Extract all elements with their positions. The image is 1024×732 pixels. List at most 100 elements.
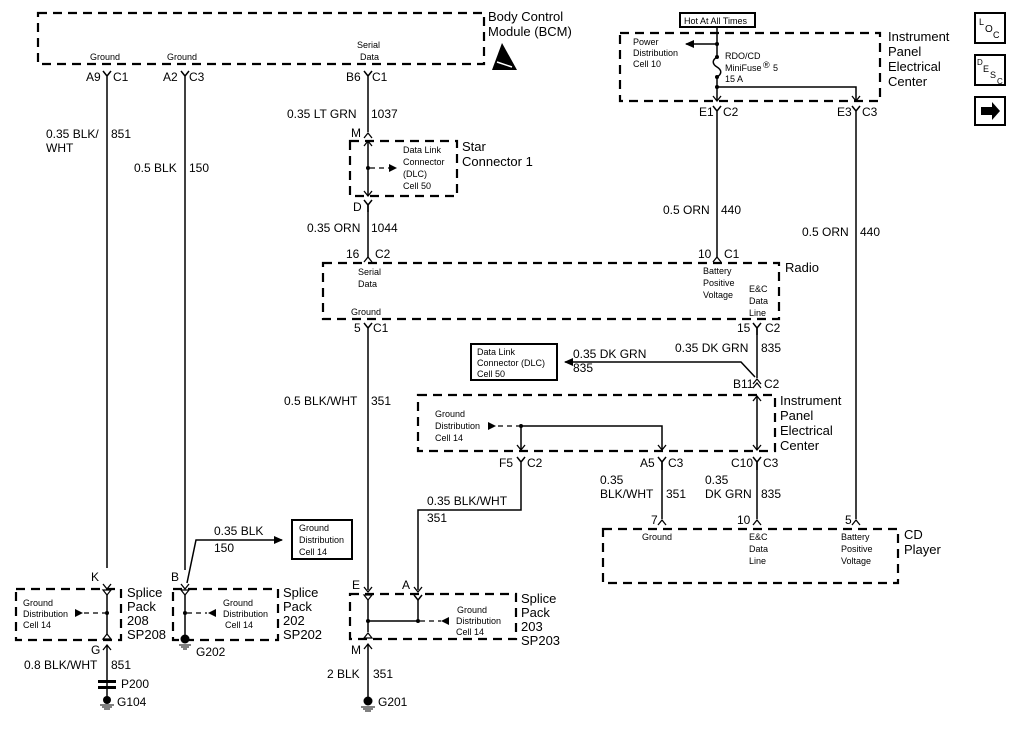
radio-conn-15: 15 bbox=[737, 321, 751, 335]
dlc-box-3: Cell 50 bbox=[477, 369, 505, 379]
radio-outline bbox=[321, 261, 781, 321]
connector-symbol bbox=[752, 518, 762, 526]
desc-button[interactable]: D E S C bbox=[974, 54, 1006, 86]
fuse-icon bbox=[712, 44, 722, 78]
star-title-2: Connector 1 bbox=[462, 154, 533, 169]
cd-player-outline bbox=[601, 527, 900, 585]
splice-terminal bbox=[413, 594, 423, 602]
sp202-gd-3: Cell 14 bbox=[225, 620, 253, 630]
radio-serial-2: Data bbox=[358, 279, 377, 289]
conn-a5: A5 bbox=[640, 456, 655, 470]
conn-b11: B11 bbox=[733, 377, 754, 391]
w351c-num: 351 bbox=[666, 487, 686, 501]
bcm-title-2: Module (BCM) bbox=[488, 24, 572, 39]
arrow-icon bbox=[441, 617, 449, 625]
w351b-num: 351 bbox=[427, 511, 447, 525]
connector-symbol bbox=[712, 255, 722, 263]
arrow-heads bbox=[180, 583, 190, 591]
w851-num: 851 bbox=[111, 127, 131, 141]
w835a-gauge: 0.35 DK GRN bbox=[675, 341, 748, 355]
wire-150-gd bbox=[186, 536, 283, 584]
radio-conn-16-c: C2 bbox=[375, 247, 391, 261]
conn-b11-c: C2 bbox=[764, 377, 780, 391]
power-dist-1: Power bbox=[633, 37, 659, 47]
bcm-title-1: Body Control bbox=[488, 9, 563, 24]
arrow-heads bbox=[413, 586, 423, 594]
power-dist-3: Cell 10 bbox=[633, 59, 661, 69]
w150-num: 150 bbox=[189, 161, 209, 175]
esd-warning-icon bbox=[492, 43, 517, 70]
splice-dot bbox=[105, 611, 109, 615]
bcm-outline bbox=[36, 11, 486, 66]
ipec-mid-title-1: Instrument bbox=[780, 393, 842, 408]
cd-pin-7: 7 bbox=[651, 513, 658, 527]
sp202-gd-1: Ground bbox=[223, 598, 253, 608]
sp208-gd-1: Ground bbox=[23, 598, 53, 608]
sp203-outline bbox=[348, 592, 518, 641]
conn-a2: A2 bbox=[163, 70, 178, 84]
sp208-gd-3: Cell 14 bbox=[23, 620, 51, 630]
w351b-gauge: 0.35 BLK/WHT bbox=[427, 494, 508, 508]
radio-ec-1: E&C bbox=[749, 284, 768, 294]
w351a-gauge: 0.5 BLK/WHT bbox=[284, 394, 358, 408]
cd-bat-1: Battery bbox=[841, 532, 870, 542]
star-pin-m: M bbox=[351, 126, 361, 140]
w440a-num: 440 bbox=[721, 203, 741, 217]
radio-title: Radio bbox=[785, 260, 819, 275]
p200-connector-icon bbox=[98, 680, 116, 689]
loc-button-frame[interactable] bbox=[974, 12, 1006, 44]
ipec-mid: B11 C2 Instrument Panel Electrical Cente… bbox=[416, 377, 842, 470]
loc-button[interactable]: L O C bbox=[974, 12, 1006, 44]
connector-symbol bbox=[363, 255, 373, 263]
bcm-pin-serial-2: Data bbox=[360, 52, 379, 62]
sp208-outline bbox=[14, 587, 123, 642]
conn-e1: E1 bbox=[699, 105, 714, 119]
w851-gauge-1: 0.35 BLK/ bbox=[46, 127, 99, 141]
cd-title-2: Player bbox=[904, 542, 942, 557]
ground-g202-icon bbox=[179, 634, 191, 650]
star-pin-d: D bbox=[353, 200, 362, 214]
desc-c: C bbox=[997, 77, 1003, 86]
power-dist-2: Distribution bbox=[633, 48, 678, 58]
arrow-icon bbox=[488, 422, 496, 430]
conn-c10-c: C3 bbox=[763, 456, 779, 470]
ground-dist-reference-box[interactable]: Ground Distribution Cell 14 bbox=[291, 519, 353, 560]
sp202-title-1: Splice bbox=[283, 585, 318, 600]
dlc-box-frame[interactable] bbox=[470, 343, 558, 381]
desc-e: E bbox=[983, 64, 989, 74]
gd-box-frame[interactable] bbox=[291, 519, 353, 560]
w851b-gauge: 0.8 BLK/WHT bbox=[24, 658, 98, 672]
conn-a9-c: C1 bbox=[113, 70, 129, 84]
splice-terminal bbox=[362, 632, 374, 639]
arrow-icon bbox=[75, 609, 83, 617]
sp202-outline bbox=[171, 587, 280, 642]
w440a-gauge: 0.5 ORN bbox=[663, 203, 710, 217]
desc-button-frame[interactable] bbox=[974, 54, 1006, 86]
sp202-title-4: SP202 bbox=[283, 627, 322, 642]
splice-terminal bbox=[179, 589, 191, 596]
dlc-reference-box[interactable]: Data Link Connector (DLC) Cell 50 bbox=[470, 343, 558, 381]
w440b-gauge: 0.5 ORN bbox=[802, 225, 849, 239]
hot-at-all-times-label: Hot At All Times bbox=[684, 16, 748, 26]
gd-box-2: Distribution bbox=[299, 535, 344, 545]
sp203-pin-e: E bbox=[352, 578, 360, 592]
cd-bat-2: Positive bbox=[841, 544, 873, 554]
sp208-title-2: Pack bbox=[127, 599, 156, 614]
sp203-gd-2: Distribution bbox=[456, 616, 501, 626]
w1044-num: 1044 bbox=[371, 221, 398, 235]
w351c-gauge-1: 0.35 bbox=[600, 473, 624, 487]
bcm-pin-serial-1: Serial bbox=[357, 40, 380, 50]
radio-conn-5: 5 bbox=[354, 321, 361, 335]
desc-s: S bbox=[990, 70, 996, 80]
splice-dot bbox=[366, 619, 370, 623]
conn-b6: B6 bbox=[346, 70, 361, 84]
conn-a9: A9 bbox=[86, 70, 101, 84]
w351d-gauge: 2 BLK bbox=[327, 667, 360, 681]
connector-symbol bbox=[657, 518, 667, 526]
p200-label: P200 bbox=[121, 677, 149, 691]
wire-351-f5 bbox=[417, 470, 522, 590]
conn-e3: E3 bbox=[837, 105, 852, 119]
next-button[interactable] bbox=[974, 96, 1006, 126]
splice-dot bbox=[416, 619, 420, 623]
